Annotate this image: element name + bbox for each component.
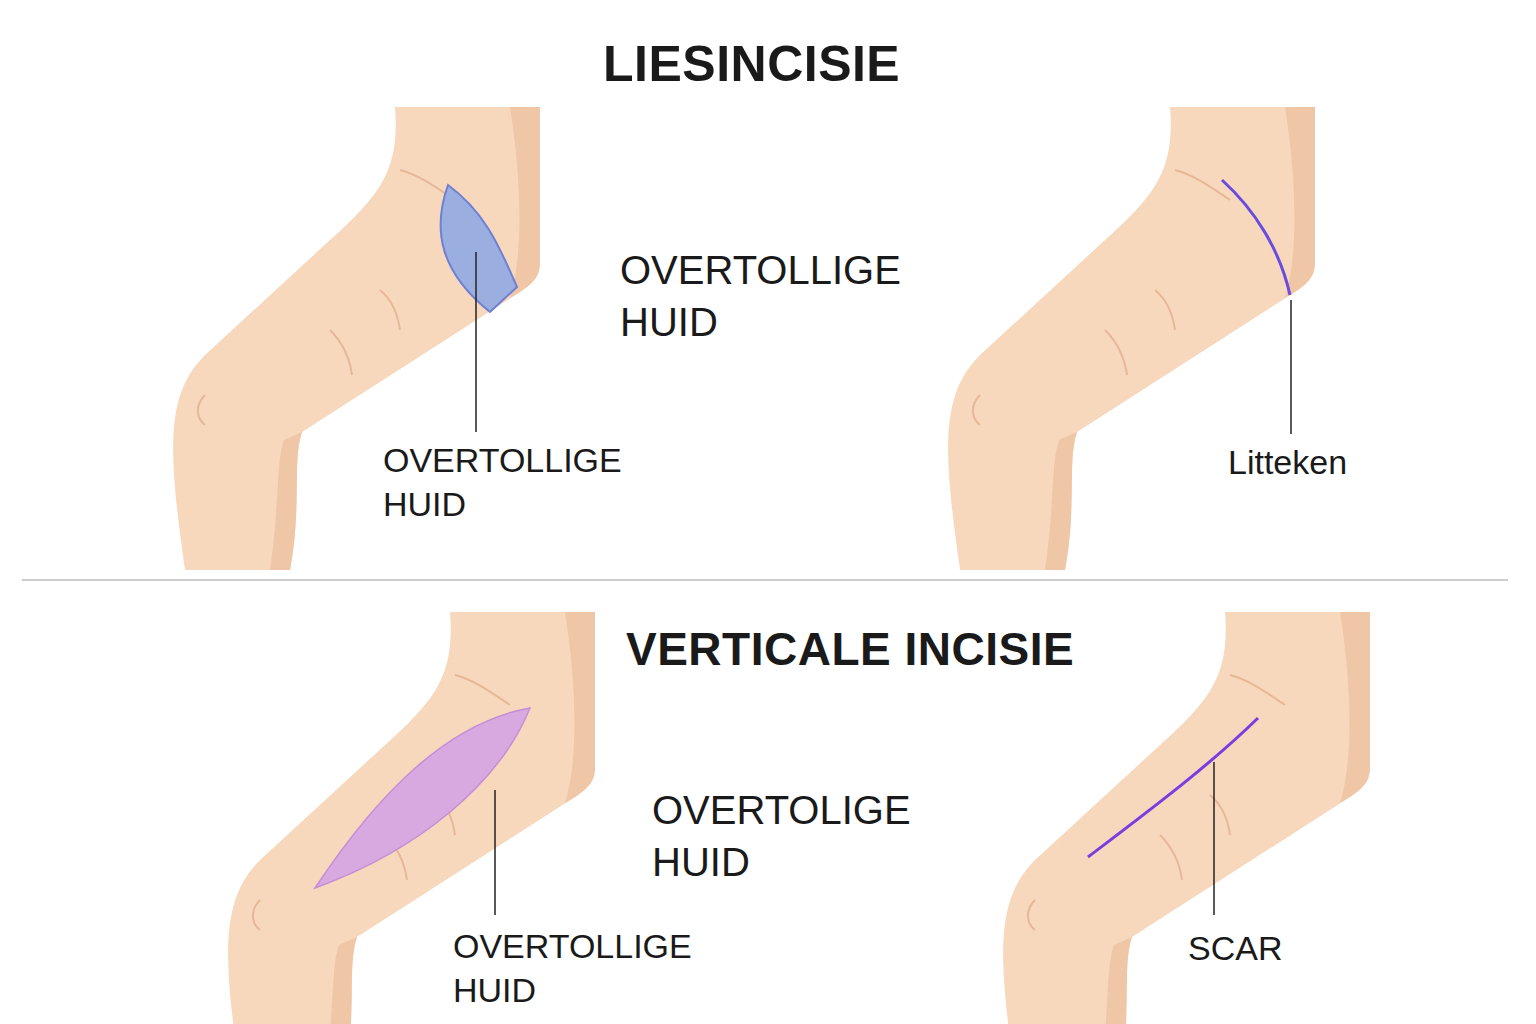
leader-line [494,790,496,915]
region-label: OVERTOLIGE HUID [652,784,922,888]
leader-line [1213,762,1215,915]
excess-skin-area [441,185,517,312]
leader-line [475,252,477,432]
callout-label: OVERTOLLIGE HUID [383,438,633,526]
leader-line [1290,300,1292,434]
scar-line [1088,718,1258,857]
heading: VERTICALE INCISIE [626,620,1074,680]
region-label: OVERTOLLIGE HUID [620,244,900,348]
excess-skin-area [315,708,530,888]
heading: LIESINCISIE [603,32,900,97]
callout-label: OVERTOLLIGE HUID [453,924,703,1012]
scar-line [1222,180,1290,295]
separator [22,579,1508,581]
callout-label: SCAR [1188,926,1438,970]
callout-label: Litteken [1228,440,1478,484]
